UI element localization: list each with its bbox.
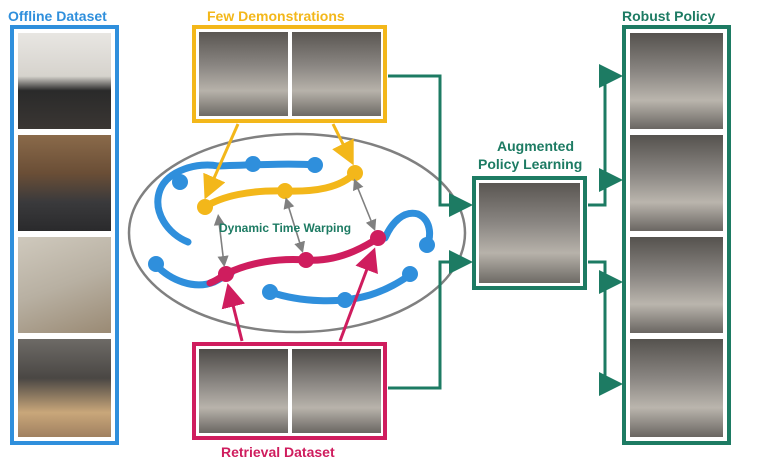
offline-trajectory-1-point bbox=[172, 174, 188, 190]
few-demo-image-2 bbox=[292, 32, 381, 116]
robust-image-3 bbox=[630, 237, 723, 333]
robust-policy-title: Robust Policy bbox=[622, 8, 716, 24]
robust-image-2 bbox=[630, 135, 723, 231]
retrieved-trajectory-point bbox=[370, 230, 386, 246]
dtw-arrow bbox=[353, 178, 377, 231]
offline-trajectory-1 bbox=[154, 160, 321, 246]
retrieved-trajectory bbox=[206, 234, 382, 287]
augmented-policy-frame bbox=[472, 176, 587, 290]
offline-image-2 bbox=[18, 135, 111, 231]
demonstration-trajectory-point bbox=[197, 199, 213, 215]
augmented-policy-image bbox=[479, 183, 580, 283]
demonstration-trajectory-point bbox=[347, 165, 363, 181]
retrieval-space-ellipse bbox=[127, 132, 467, 334]
retrieval-dataset-frame bbox=[192, 342, 387, 440]
dtw-arrow bbox=[213, 214, 229, 268]
retrieval-arrow-right bbox=[338, 247, 378, 342]
offline-dataset-title: Offline Dataset bbox=[8, 8, 107, 24]
retrieval-dataset-title: Retrieval Dataset bbox=[221, 444, 335, 460]
demo-to-policy-arrow bbox=[388, 74, 473, 217]
retrieved-trajectory-point bbox=[298, 252, 314, 268]
demo-arrow-left bbox=[203, 123, 240, 200]
retrieval-arrow-left bbox=[221, 283, 246, 342]
retrieval-to-policy-arrow bbox=[388, 250, 473, 390]
offline-image-3 bbox=[18, 237, 111, 333]
offline-trajectory-4-point bbox=[337, 292, 353, 308]
few-demo-image-1 bbox=[199, 32, 288, 116]
offline-trajectory-4-point bbox=[262, 284, 278, 300]
policy-to-robust-arrow-lower bbox=[588, 260, 623, 396]
few-demonstrations-title: Few Demonstrations bbox=[207, 8, 345, 24]
offline-trajectory-1-point bbox=[307, 157, 323, 173]
dynamic-time-warping-label: Dynamic Time Warping bbox=[219, 221, 352, 235]
retrieved-trajectory-point bbox=[218, 266, 234, 282]
augmented-title-line1: Augmented bbox=[497, 138, 574, 154]
offline-trajectory-4-point bbox=[402, 266, 418, 282]
offline-trajectory-4 bbox=[266, 271, 414, 305]
robust-policy-frame bbox=[622, 25, 731, 445]
robust-image-1 bbox=[630, 33, 723, 129]
offline-trajectory-2-point bbox=[148, 256, 164, 272]
few-demonstrations-frame bbox=[192, 25, 387, 123]
augmented-title-line2: Policy Learning bbox=[478, 156, 583, 172]
dtw-arrow bbox=[283, 197, 305, 254]
retrieval-image-2 bbox=[292, 349, 381, 433]
offline-trajectory-1-point bbox=[245, 156, 261, 172]
retrieval-image-1 bbox=[199, 349, 288, 433]
demonstration-trajectory-point bbox=[277, 183, 293, 199]
offline-image-4 bbox=[18, 339, 111, 437]
policy-to-robust-arrow-upper bbox=[588, 64, 623, 207]
offline-dataset-frame bbox=[10, 25, 119, 445]
robust-image-4 bbox=[630, 339, 723, 437]
offline-image-1 bbox=[18, 33, 111, 129]
demo-arrow-right bbox=[331, 123, 354, 166]
offline-trajectory-3-point bbox=[419, 237, 435, 253]
